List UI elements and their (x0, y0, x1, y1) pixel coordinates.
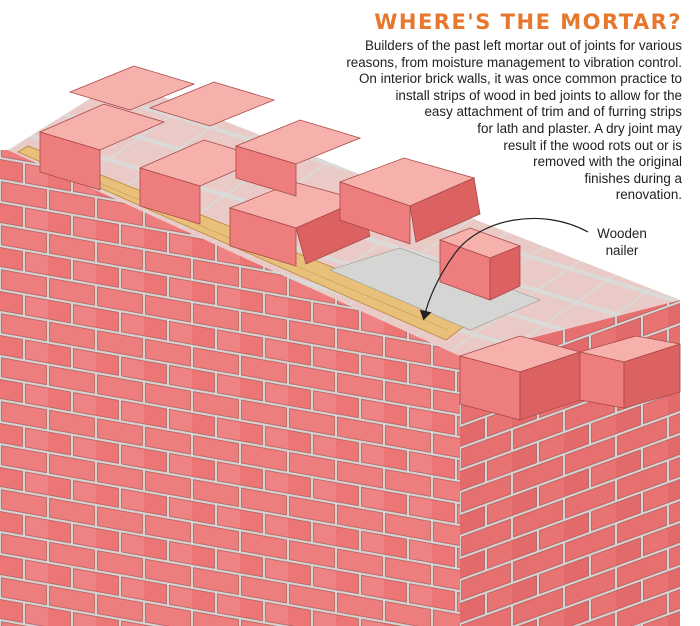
caption-line: result if the wood rots out or is (503, 137, 682, 153)
caption-line: for lath and plaster. A dry joint may (477, 120, 682, 136)
caption-line: easy attachment of trim and of furring s… (424, 104, 682, 120)
caption-line: renovation. (615, 187, 682, 203)
diagram-caption: Builders of the past left mortar out of … (312, 38, 682, 204)
caption-line: install strips of wood in bed joints to … (395, 87, 682, 103)
callout-arrow (419, 217, 589, 321)
caption-line: On interior brick walls, it was once com… (359, 71, 682, 87)
caption-line: reasons, from moisture management to vib… (346, 54, 682, 70)
caption-line: finishes during a (584, 170, 682, 186)
top-course-bricks (38, 65, 522, 301)
callout-line: nailer (605, 242, 639, 258)
wall-front-face (0, 150, 460, 626)
diagram-title: WHERE'S THE MORTAR? (374, 10, 682, 34)
callout-label-wooden-nailer: Wooden nailer (572, 226, 672, 259)
caption-line: Builders of the past left mortar out of … (364, 38, 682, 53)
callout-line: Wooden (597, 226, 647, 241)
caption-line: removed with the original (533, 154, 682, 170)
